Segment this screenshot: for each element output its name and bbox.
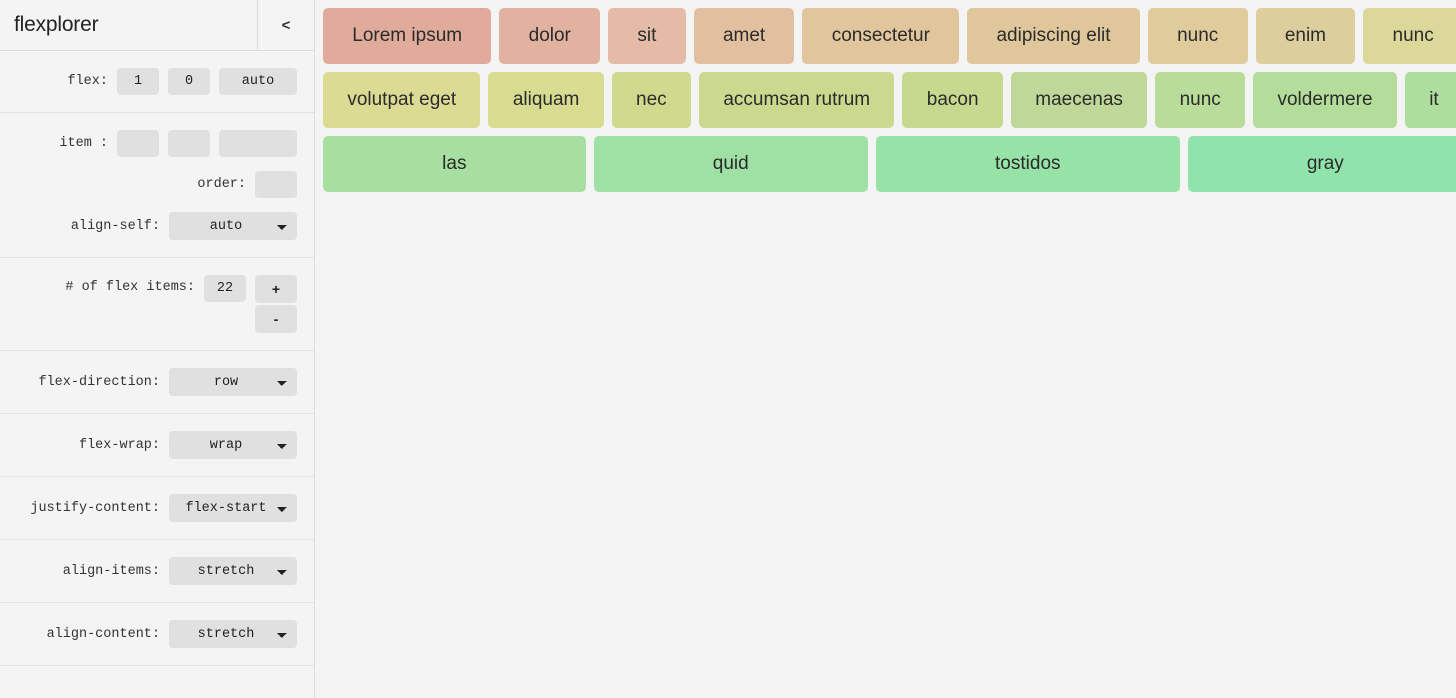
item-flex-basis-input[interactable]	[219, 130, 297, 157]
flex-item[interactable]: nec	[611, 72, 692, 128]
flex-item[interactable]: maecenas	[1010, 72, 1148, 128]
row-justify-content: justify-content: flex-startflex-endcente…	[0, 487, 314, 529]
decrement-items-button[interactable]: -	[255, 305, 297, 333]
sidebar-collapse-button[interactable]: <	[257, 0, 314, 51]
align-self-label: align-self:	[70, 218, 160, 234]
align-content-label: align-content:	[46, 626, 160, 642]
row-item: item :	[0, 123, 314, 164]
row-flex: flex:	[0, 61, 314, 102]
flex-item-count-input[interactable]	[204, 275, 246, 302]
flex-item[interactable]: bacon	[902, 72, 1003, 128]
align-items-label: align-items:	[62, 563, 160, 579]
flex-wrap-label: flex-wrap:	[78, 437, 160, 453]
section-item: item : order: align-self: autoflex-start…	[0, 113, 314, 258]
flex-basis-input[interactable]	[219, 68, 297, 95]
justify-content-select[interactable]: flex-startflex-endcenterspace-betweenspa…	[169, 494, 297, 522]
section-flex-direction: flex-direction: rowrow-reversecolumncolu…	[0, 351, 314, 414]
flex-item[interactable]: nunc	[1147, 8, 1248, 64]
section-flex-wrap: flex-wrap: nowrapwrapwrap-reverse	[0, 414, 314, 477]
order-input[interactable]	[255, 171, 297, 198]
flex-direction-label: flex-direction:	[38, 374, 160, 390]
row-align-self: align-self: autoflex-startflex-endcenter…	[0, 205, 314, 247]
flex-item-count-label: # of flex items:	[65, 280, 195, 295]
align-self-select[interactable]: autoflex-startflex-endcenterbaselinestre…	[169, 212, 297, 240]
section-flex: flex:	[0, 51, 314, 113]
increment-items-button[interactable]: +	[255, 275, 297, 303]
section-align-items: align-items: stretchflex-startflex-endce…	[0, 540, 314, 603]
flex-item[interactable]: dolor	[499, 8, 601, 64]
flex-item[interactable]: gray	[1187, 136, 1456, 192]
order-label: order:	[197, 177, 246, 192]
sidebar-header: flexplorer <	[0, 0, 314, 51]
row-align-content: align-content: stretchflex-startflex-end…	[0, 613, 314, 655]
flex-item[interactable]: aliquam	[488, 72, 604, 128]
item-flex-shrink-input[interactable]	[168, 130, 210, 157]
flex-label: flex:	[67, 74, 108, 89]
row-item-count: # of flex items: + -	[0, 268, 314, 340]
flex-grow-input[interactable]	[117, 68, 159, 95]
flex-item[interactable]: accumsan rutrum	[699, 72, 895, 128]
flex-item[interactable]: volutpat eget	[323, 72, 481, 128]
flex-item-count-stepper: + -	[255, 275, 297, 333]
flex-item[interactable]: Lorem ipsum	[323, 8, 492, 64]
flex-item[interactable]: las	[323, 136, 586, 192]
flex-item[interactable]: adipiscing elit	[967, 8, 1140, 64]
chevron-left-icon: <	[281, 16, 291, 34]
row-order: order:	[0, 164, 314, 205]
align-items-select[interactable]: stretchflex-startflex-endcenterbaseline	[169, 557, 297, 585]
section-item-count: # of flex items: + -	[0, 258, 314, 351]
flex-item[interactable]: enim	[1255, 8, 1356, 64]
flex-shrink-input[interactable]	[168, 68, 210, 95]
flex-item[interactable]: it	[1404, 72, 1456, 128]
flex-item[interactable]: quid	[593, 136, 868, 192]
flex-item[interactable]: voldermere	[1253, 72, 1397, 128]
item-flex-grow-input[interactable]	[117, 130, 159, 157]
flex-direction-select[interactable]: rowrow-reversecolumncolumn-reverse	[169, 368, 297, 396]
section-justify-content: justify-content: flex-startflex-endcente…	[0, 477, 314, 540]
row-align-items: align-items: stretchflex-startflex-endce…	[0, 550, 314, 592]
justify-content-label: justify-content:	[30, 500, 160, 516]
item-label: item :	[59, 136, 108, 151]
flex-wrap-select[interactable]: nowrapwrapwrap-reverse	[169, 431, 297, 459]
app-title: flexplorer	[14, 13, 99, 36]
section-align-content: align-content: stretchflex-startflex-end…	[0, 603, 314, 666]
sidebar: flexplorer < flex: item : order:	[0, 0, 315, 698]
align-content-select[interactable]: stretchflex-startflex-endcenterspace-bet…	[169, 620, 297, 648]
flex-item[interactable]: tostidos	[875, 136, 1180, 192]
row-flex-direction: flex-direction: rowrow-reversecolumncolu…	[0, 361, 314, 403]
flex-item[interactable]: nunc	[1363, 8, 1456, 64]
flex-item[interactable]: amet	[693, 8, 795, 64]
flex-item[interactable]: consectetur	[802, 8, 960, 64]
flex-item[interactable]: nunc	[1155, 72, 1246, 128]
row-flex-wrap: flex-wrap: nowrapwrapwrap-reverse	[0, 424, 314, 466]
flex-item[interactable]: sit	[608, 8, 686, 64]
